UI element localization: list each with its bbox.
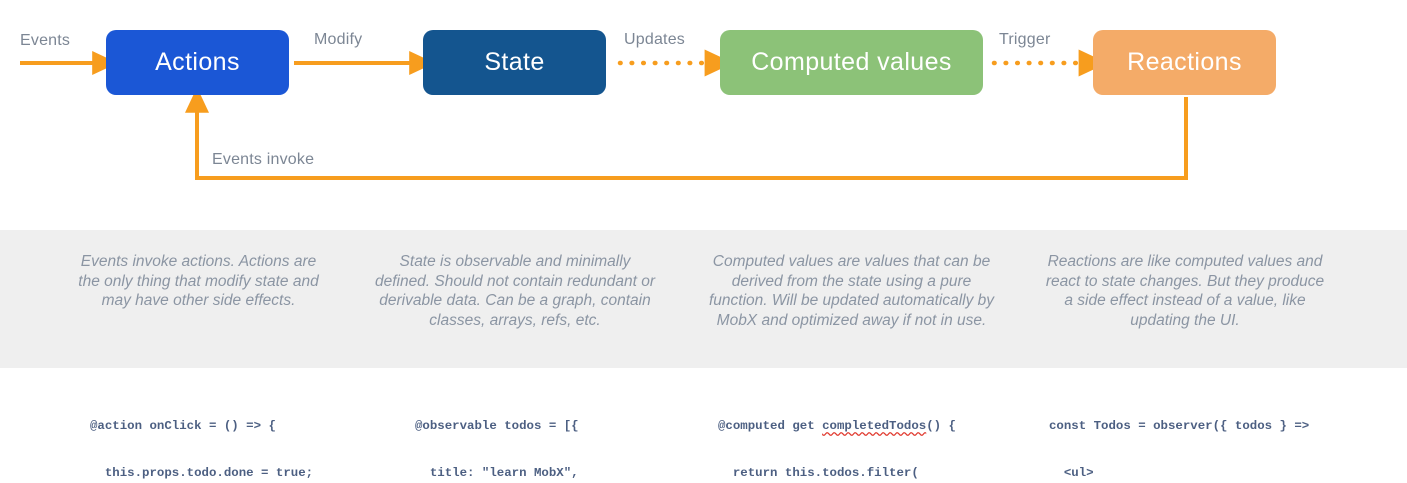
description-computed-values: Computed values are values that can be d…: [708, 253, 995, 329]
code-text: () {: [926, 419, 956, 434]
description-reactions: Reactions are like computed values and r…: [1045, 253, 1325, 329]
edge-label-modify: Modify: [314, 31, 363, 48]
edge-label-updates: Updates: [624, 31, 685, 48]
code-line: title: "learn MobX",: [415, 465, 579, 480]
flow-box-actions-label: Actions: [155, 48, 240, 76]
description-state: State is observable and minimally define…: [374, 253, 656, 329]
flow-box-computed-values[interactable]: Computed values: [720, 30, 983, 95]
flow-box-reactions[interactable]: Reactions: [1093, 30, 1276, 95]
code-line: @observable todos = [{: [415, 419, 579, 434]
flow-box-reactions-label: Reactions: [1127, 48, 1242, 76]
flow-box-actions[interactable]: Actions: [106, 30, 289, 95]
code-line: return this.todos.filter(: [718, 465, 919, 480]
spellcheck-underlined-word: completedTodos: [822, 419, 927, 434]
edge-label-events-invoke: Events invoke: [212, 151, 315, 168]
code-snippet-state: @observable todos = [{ title: "learn Mob…: [415, 388, 579, 483]
code-text: @computed get: [718, 419, 823, 434]
code-line: const Todos = observer({ todos } =>: [1049, 419, 1310, 434]
edge-label-trigger: Trigger: [999, 31, 1051, 48]
code-snippet-actions: @action onClick = () => { this.props.tod…: [90, 388, 313, 483]
arrow-events-invoke: [184, 87, 1188, 180]
code-line: <ul>: [1049, 465, 1094, 480]
flow-box-state[interactable]: State: [423, 30, 606, 95]
flow-box-state-label: State: [484, 48, 545, 76]
edge-label-events: Events: [20, 32, 71, 49]
flow-box-computed-values-label: Computed values: [751, 48, 952, 76]
code-snippet-computed-values: @computed get completedTodos() { return …: [718, 388, 956, 483]
code-snippet-reactions: const Todos = observer({ todos } => <ul>…: [1049, 388, 1332, 483]
description-band: Events invoke actions. Actions are the o…: [0, 230, 1407, 368]
description-actions: Events invoke actions. Actions are the o…: [78, 253, 319, 310]
code-line: @computed get completedTodos() {: [718, 419, 956, 435]
code-line: this.props.todo.done = true;: [90, 465, 314, 480]
arrow-layer: [20, 49, 1188, 180]
code-line: @action onClick = () => {: [90, 419, 276, 434]
